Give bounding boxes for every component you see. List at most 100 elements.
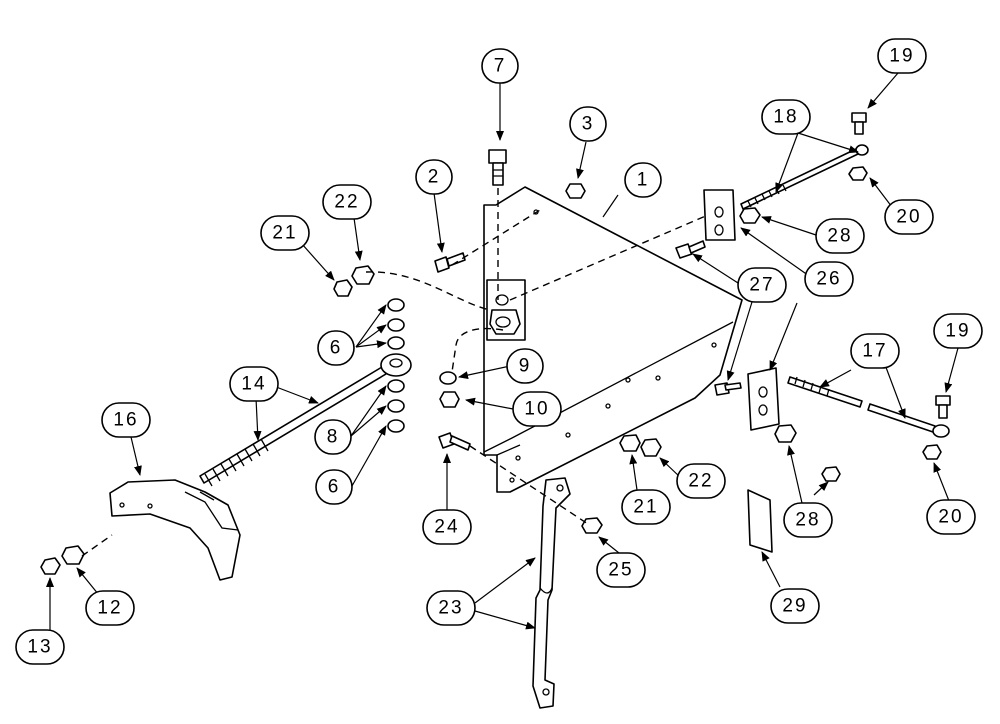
callout-7: 7 [481, 48, 519, 84]
callout-label: 21 [633, 497, 658, 518]
main-bracket [483, 186, 743, 493]
callout-label: 25 [608, 560, 633, 581]
washer-8-1 [387, 379, 405, 393]
callout-label: 19 [889, 46, 914, 67]
callout-6-upper: 6 [317, 330, 355, 366]
part-29 [747, 489, 773, 553]
callout-28-lower: 28 [783, 502, 833, 538]
callout-label: 6 [330, 338, 343, 359]
nut-22-left [351, 265, 375, 285]
callout-label: 20 [938, 507, 963, 528]
washer-6-upper-1 [387, 298, 405, 312]
callout-label: 22 [334, 192, 359, 213]
callout-8: 8 [314, 419, 352, 455]
bolt-2 [434, 252, 466, 273]
plate-26-lower [747, 367, 780, 431]
callout-17: 17 [850, 333, 900, 369]
callout-label: 29 [782, 596, 807, 617]
callout-19-upper: 19 [877, 38, 927, 74]
callout-label: 1 [637, 170, 650, 191]
callout-14: 14 [229, 366, 279, 402]
washer-8-2 [387, 399, 405, 413]
nut-12 [61, 545, 85, 565]
callout-23: 23 [426, 590, 476, 626]
callout-24: 24 [422, 509, 472, 545]
bolt-19-lower [935, 395, 951, 419]
nut-3 [565, 183, 586, 199]
plate-26-upper [703, 189, 736, 241]
nut-10 [439, 391, 460, 408]
callout-25: 25 [596, 552, 646, 588]
callout-label: 10 [524, 399, 549, 420]
callout-label: 23 [438, 598, 463, 619]
callout-6-lower: 6 [315, 469, 353, 505]
alignment-lines [81, 188, 709, 557]
nut-28-upper [739, 207, 761, 224]
nut-13 [40, 557, 61, 575]
arm-23 [532, 477, 571, 709]
rod-18 [740, 144, 869, 210]
callout-label: 6 [328, 477, 341, 498]
callout-label: 8 [327, 427, 340, 448]
callout-label: 14 [241, 374, 266, 395]
callout-16: 16 [101, 402, 151, 438]
nut-28-lower-1 [774, 424, 797, 443]
bolt-27-upper [675, 240, 706, 259]
callout-22-middle: 22 [676, 463, 726, 499]
callout-19-lower: 19 [933, 313, 983, 349]
callout-20-upper: 20 [884, 199, 934, 235]
nut-28-lower-2 [821, 466, 841, 482]
bolt-19-upper [851, 112, 867, 135]
callout-13: 13 [15, 629, 65, 665]
callout-label: 20 [896, 207, 921, 228]
callout-2: 2 [415, 159, 453, 195]
callout-label: 21 [272, 223, 297, 244]
nut-20-lower [922, 444, 942, 460]
callout-label: 2 [428, 167, 441, 188]
callout-label: 28 [795, 510, 820, 531]
callout-label: 16 [113, 410, 138, 431]
callout-label: 7 [494, 56, 507, 77]
callout-label: 28 [827, 226, 852, 247]
callout-26: 26 [804, 261, 854, 297]
callout-1: 1 [624, 162, 662, 198]
callout-20-lower: 20 [926, 499, 976, 535]
callout-29: 29 [770, 588, 820, 624]
washer-9 [439, 371, 457, 385]
nut-21-left [333, 279, 353, 297]
callout-label: 26 [816, 269, 841, 290]
bolt-24 [438, 432, 471, 451]
callout-3: 3 [569, 106, 607, 142]
callout-18: 18 [761, 99, 811, 135]
callout-label: 19 [945, 321, 970, 342]
nut-22-middle [640, 438, 662, 457]
callout-label: 3 [582, 114, 595, 135]
callout-label: 9 [519, 356, 532, 377]
callout-label: 27 [749, 275, 774, 296]
washer-6-upper-2 [387, 318, 405, 332]
callout-9: 9 [506, 348, 544, 384]
rod-14 [199, 353, 412, 487]
washer-6-lower [387, 419, 405, 433]
callout-label: 22 [688, 471, 713, 492]
nut-20-upper [848, 166, 868, 181]
callout-label: 13 [27, 637, 52, 658]
nut-25 [581, 517, 603, 534]
callout-10: 10 [512, 391, 562, 427]
callout-21-middle: 21 [621, 489, 671, 525]
nut-21-middle [619, 434, 641, 452]
leader-lines [46, 72, 959, 630]
callout-12: 12 [85, 590, 135, 626]
callout-label: 24 [434, 517, 459, 538]
callout-label: 17 [862, 341, 887, 362]
bracket-16 [109, 479, 241, 581]
callout-21-left: 21 [260, 215, 310, 251]
callout-label: 12 [97, 598, 122, 619]
callout-28-upper: 28 [815, 218, 865, 254]
callout-22-left: 22 [322, 184, 372, 220]
callout-27: 27 [737, 267, 787, 303]
washer-6-upper-3 [387, 336, 405, 350]
bolt-27-lower [714, 382, 742, 396]
